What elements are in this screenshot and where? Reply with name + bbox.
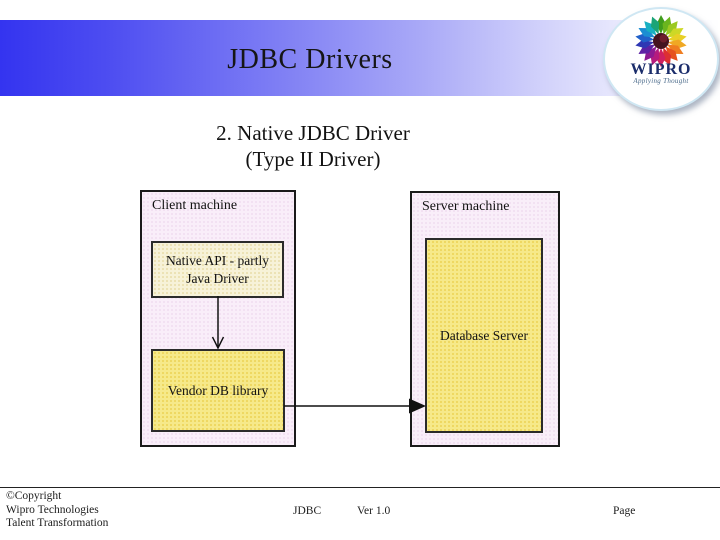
copyright-line-3: Talent Transformation xyxy=(6,517,109,529)
footer-page-label: Page xyxy=(613,505,636,517)
vendor-db-library-box: Vendor DB library xyxy=(151,349,285,432)
subtitle-line-1: 2. Native JDBC Driver xyxy=(216,121,410,145)
native-api-label-line-1: Native API - partly xyxy=(165,252,270,268)
footer-copyright: ©Copyright Wipro Technologies Talent Tra… xyxy=(6,490,108,531)
footer-divider xyxy=(0,487,720,488)
database-server-box: Database Server xyxy=(425,238,543,433)
native-api-label-line-2: Java Driver xyxy=(186,270,249,286)
footer-version: Ver 1.0 xyxy=(357,505,391,517)
copyright-line-2: Wipro Technologies xyxy=(6,503,99,516)
wipro-flower-icon xyxy=(635,15,687,67)
server-machine-label: Server machine xyxy=(422,199,510,214)
slide-title: JDBC Drivers xyxy=(227,44,393,75)
footer-course: JDBC xyxy=(293,505,322,517)
native-api-box: Native API - partly Java Driver xyxy=(151,241,284,298)
wipro-brand-text: WIPRO xyxy=(630,61,692,78)
slide-subtitle: 2. Native JDBC Driver (Type II Driver) xyxy=(0,120,626,172)
vendor-db-library-label: Vendor DB library xyxy=(167,382,269,398)
copyright-line-1: ©Copyright xyxy=(6,490,62,502)
wipro-tagline: Applying Thought xyxy=(633,77,689,85)
header-band xyxy=(0,20,720,96)
subtitle-line-2: (Type II Driver) xyxy=(245,147,381,171)
database-server-label: Database Server xyxy=(439,327,529,343)
client-machine-label: Client machine xyxy=(152,198,238,213)
wipro-logo: WIPRO Applying Thought xyxy=(603,7,719,111)
